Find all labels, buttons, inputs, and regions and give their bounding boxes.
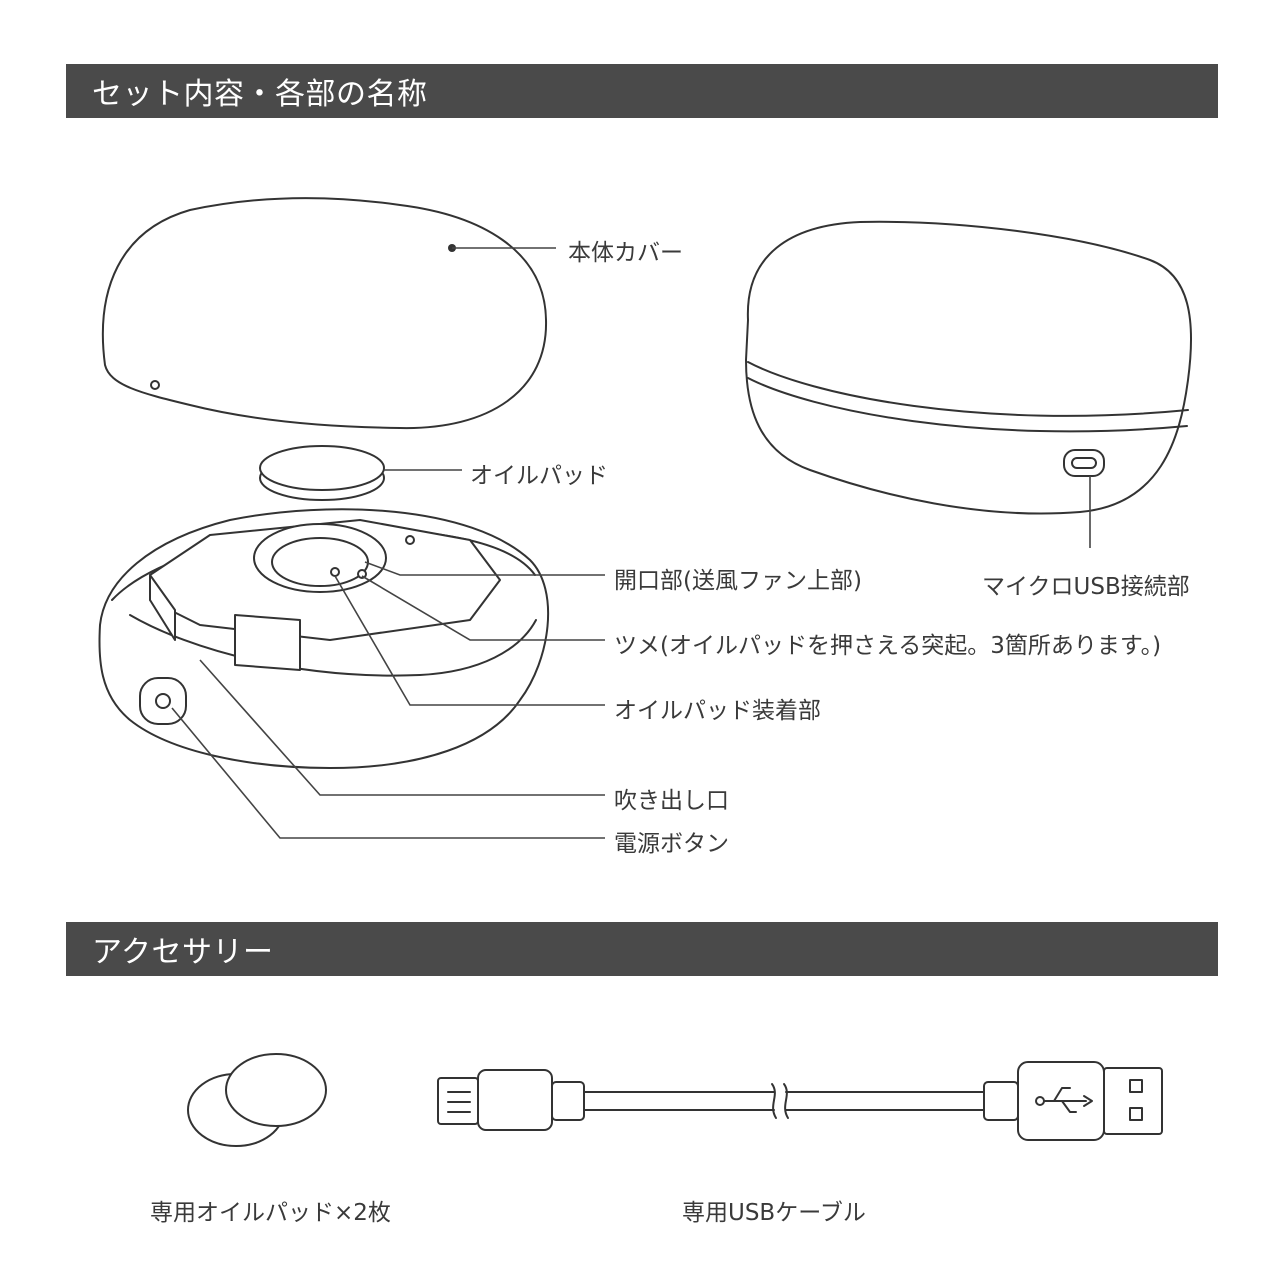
accessory-pads-illustration (187, 1053, 327, 1147)
oil-pad-illustration (259, 445, 385, 501)
label-opening: 開口部(送風ファン上部) (614, 568, 862, 594)
caption-cable: 専用USBケーブル (682, 1200, 866, 1226)
caption-pads: 専用オイルパッド×2枚 (150, 1200, 391, 1226)
label-outlet: 吹き出し口 (614, 788, 729, 814)
usb-cable-illustration (437, 1061, 1163, 1141)
label-pad-mount: オイルパッド装着部 (614, 698, 821, 724)
section-header-accessories: アクセサリー (66, 922, 1218, 976)
base-unit-illustration (98, 508, 550, 769)
label-cover: 本体カバー (568, 240, 683, 266)
leader-lines (171, 244, 1091, 839)
label-tab: ツメ(オイルパッドを押さえる突起。3箇所あります。) (614, 633, 1162, 659)
label-power: 電源ボタン (614, 831, 729, 857)
cover-illustration (101, 197, 548, 430)
assembled-unit-illustration (745, 220, 1193, 515)
label-oil-pad: オイルパッド (470, 463, 608, 489)
section-title-parts: セット内容・各部の名称 (92, 77, 428, 112)
section-header-parts: セット内容・各部の名称 (66, 64, 1218, 118)
section-title-accessories: アクセサリー (92, 935, 274, 970)
label-micro-usb: マイクロUSB接続部 (982, 574, 1190, 600)
